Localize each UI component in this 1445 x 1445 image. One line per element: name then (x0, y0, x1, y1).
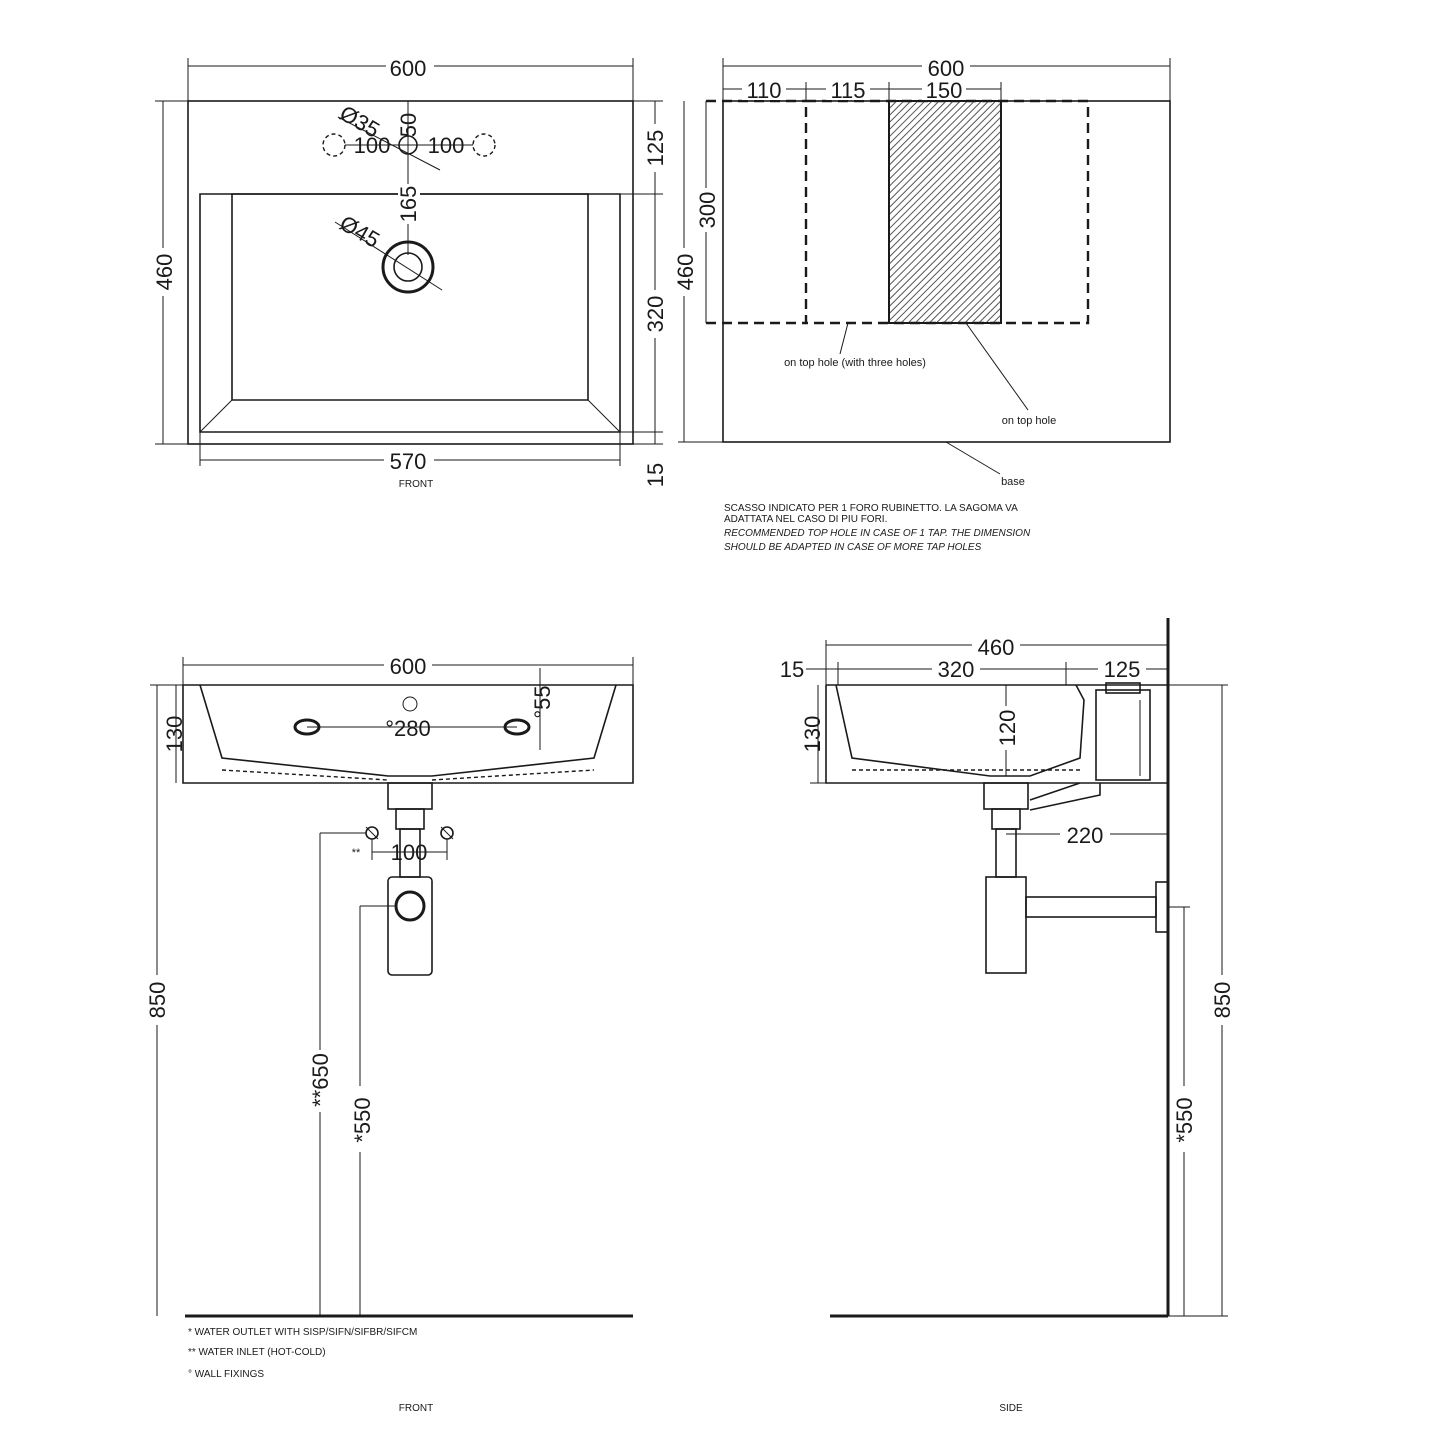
dim-inlet-prefix: ** (352, 847, 361, 859)
dim-cutout-300: 300 (695, 192, 720, 229)
dim-front-height: 460 (152, 254, 177, 291)
dim-edge-15: 15 (643, 463, 668, 487)
dim-front-width: 600 (390, 56, 427, 81)
dim-rim-125: 125 (643, 130, 668, 167)
wall-bracket (1095, 689, 1151, 781)
dim-cutout-150: 150 (926, 78, 963, 103)
note-it-1: SCASSO INDICATO PER 1 FORO RUBINETTO. LA… (724, 503, 1018, 514)
dim-right-hole: 100 (428, 133, 465, 158)
dim-inlet-100: 100 (391, 840, 428, 865)
side-elevation: 460 15 320 125 130 120 220 850 *550 S (780, 618, 1235, 1414)
legend-water-inlet: ** WATER INLET (HOT-COLD) (188, 1347, 326, 1358)
legend-water-outlet: * WATER OUTLET WITH SISP/SIFN/SIFBR/SIFC… (188, 1327, 417, 1338)
note-en-2: SHOULD BE ADAPTED IN CASE OF MORE TAP HO… (724, 542, 982, 553)
dim-front-600: 600 (390, 654, 427, 679)
basin-bowl-outer (199, 193, 621, 433)
dim-side-220: 220 (1067, 823, 1104, 848)
dim-drain-diameter: Ø45 (335, 210, 384, 252)
legend-wall-fixings: ° WALL FIXINGS (188, 1369, 264, 1380)
dim-cutout-110: 110 (746, 78, 781, 103)
label-base: base (1001, 476, 1025, 488)
view-label-side: SIDE (999, 1403, 1023, 1414)
dim-650: **650 (308, 1053, 333, 1107)
siphon-outlet-icon (394, 890, 426, 922)
dim-front-130: 130 (162, 716, 187, 753)
dim-cutout-460: 460 (673, 254, 698, 291)
drain-icon (381, 240, 435, 294)
dim-side-460: 460 (978, 635, 1015, 660)
dim-280: °280 (385, 716, 431, 741)
dim-side-130: 130 (800, 716, 825, 753)
dim-side-850: 850 (1210, 982, 1235, 1019)
dim-550-front: *550 (350, 1097, 375, 1142)
dim-front-850: 850 (145, 982, 170, 1019)
label-top-hole: on top hole (1002, 415, 1056, 427)
label-three-holes: on top hole (with three holes) (784, 357, 926, 369)
dim-drain-distance: 165 (396, 186, 421, 223)
siphon-side-body (985, 876, 1027, 974)
tap-hole-right-icon (472, 133, 496, 157)
basin-outline (187, 100, 634, 445)
dim-55: °55 (530, 685, 555, 718)
overflow-icon (402, 696, 418, 712)
note-it-2: ADATTATA NEL CASO DI PIU FORI. (724, 514, 887, 525)
dim-side-125: 125 (1104, 657, 1141, 682)
dim-cutout-115: 115 (830, 78, 865, 103)
siphon-body (387, 876, 433, 976)
dim-side-120: 120 (995, 710, 1020, 747)
top-view-front: 600 460 125 320 15 570 FRONT Ø35 50 (152, 55, 668, 490)
basin-bowl-inner (231, 193, 589, 401)
dim-basin-320: 320 (643, 296, 668, 333)
dim-side-550: *550 (1172, 1097, 1197, 1142)
dim-inner-width: 570 (390, 449, 427, 474)
view-label-front-top: FRONT (399, 479, 433, 490)
front-elevation: °280 °55 600 130 850 ** 1 (145, 653, 634, 1414)
top-hole-zone (888, 100, 1002, 324)
dim-tap-offset: 50 (396, 113, 421, 137)
note-en-1: RECOMMENDED TOP HOLE IN CASE OF 1 TAP. T… (724, 528, 1031, 539)
view-label-front-bottom: FRONT (399, 1403, 433, 1414)
dim-side-15: 15 (780, 657, 804, 682)
top-view-cutout: 600 110 115 150 300 460 on top hole (wit… (673, 55, 1171, 553)
dim-side-320: 320 (938, 657, 975, 682)
tap-hole-left-icon (322, 133, 346, 157)
dim-cutout-width: 600 (928, 56, 965, 81)
basin-front-profile (182, 684, 634, 784)
siphon-side-outlet (1025, 896, 1157, 918)
dim-left-hole: 100 (354, 133, 391, 158)
waste-neck (387, 782, 433, 810)
